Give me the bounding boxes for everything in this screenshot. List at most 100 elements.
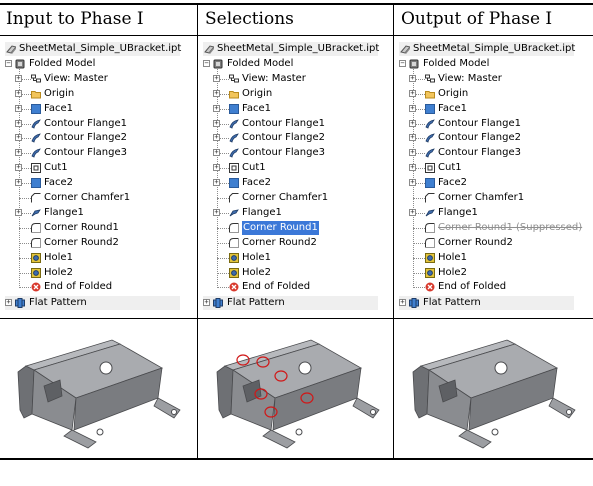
expand-icon[interactable]: +	[203, 298, 210, 307]
part-hole	[370, 409, 376, 415]
tree-connector	[217, 78, 229, 80]
expand-icon[interactable]: +	[213, 163, 220, 172]
view-icon	[229, 74, 239, 84]
expand-icon[interactable]: +	[409, 118, 416, 127]
face-icon	[425, 178, 435, 189]
tree-label: SheetMetal_Simple_UBracket.ipt	[217, 43, 380, 54]
tree-connector	[413, 68, 414, 287]
tree-item-flat-pattern[interactable]: +Flat Pattern	[5, 296, 180, 311]
expand-icon[interactable]: +	[15, 88, 22, 97]
cut-icon	[425, 163, 435, 174]
expand-icon[interactable]: +	[409, 103, 416, 112]
collapse-icon[interactable]: −	[399, 58, 406, 67]
tree-connector	[217, 68, 218, 287]
expand-icon[interactable]: +	[213, 178, 220, 187]
tree-label: Cut1	[242, 162, 266, 174]
expand-icon[interactable]: +	[409, 88, 416, 97]
tree-connector	[19, 78, 31, 80]
flat-pattern-icon	[409, 298, 419, 309]
expand-icon[interactable]: +	[15, 163, 22, 172]
tree-connector	[413, 272, 425, 274]
expand-icon[interactable]: +	[213, 133, 220, 142]
tree-label: Origin	[438, 87, 469, 99]
tree-label: Corner Chamfer1	[438, 192, 525, 203]
face-icon	[31, 103, 41, 114]
face-icon	[31, 178, 41, 189]
expand-icon[interactable]: +	[15, 118, 22, 127]
expand-icon[interactable]: +	[213, 88, 220, 97]
tree-label: Face2	[438, 177, 467, 189]
expand-icon[interactable]: +	[15, 103, 22, 112]
expand-icon[interactable]: +	[409, 207, 416, 216]
tree-connector	[217, 272, 229, 274]
tree-label: Hole2	[438, 266, 467, 278]
expand-icon[interactable]: +	[213, 207, 220, 216]
contour-flange-icon	[425, 133, 435, 143]
part-hole	[171, 409, 177, 415]
part-front-foot	[63, 429, 97, 449]
expand-icon[interactable]: +	[15, 178, 22, 187]
expand-icon[interactable]: +	[409, 133, 416, 142]
contour-flange-icon	[229, 133, 239, 143]
expand-icon[interactable]: +	[213, 118, 220, 127]
hole-icon	[425, 267, 435, 278]
view-icon	[425, 74, 435, 84]
expand-icon[interactable]: +	[213, 103, 220, 112]
expand-icon[interactable]: +	[409, 178, 416, 187]
tree-item-flat-pattern[interactable]: +Flat Pattern	[203, 296, 378, 311]
expand-icon[interactable]: +	[15, 148, 22, 157]
column-header: Output of Phase I	[401, 9, 553, 29]
model-browser-output[interactable]: SheetMetal_Simple_UBracket.ipt−Folded Mo…	[399, 42, 583, 311]
tree-item-flat-pattern[interactable]: +Flat Pattern	[399, 296, 574, 311]
expand-icon[interactable]: +	[399, 298, 406, 307]
tree-label: Origin	[44, 87, 75, 99]
bracket-part-image	[216, 339, 380, 449]
header-rule	[0, 35, 593, 36]
tree-root-part[interactable]: SheetMetal_Simple_UBracket.ipt	[203, 42, 380, 56]
tree-label: Origin	[242, 87, 273, 99]
expand-icon[interactable]: +	[213, 148, 220, 157]
part-left-wall	[216, 365, 234, 419]
contour-flange-icon	[425, 148, 435, 158]
tree-root-part[interactable]: SheetMetal_Simple_UBracket.ipt	[399, 42, 576, 56]
tree-connector	[217, 138, 229, 140]
selection-marker	[256, 356, 270, 368]
expand-icon[interactable]: +	[409, 163, 416, 172]
expand-icon[interactable]: +	[213, 73, 220, 82]
folded-model-icon	[213, 59, 223, 69]
tree-label: Flange1	[242, 206, 282, 218]
tree-connector	[413, 168, 425, 170]
expand-icon[interactable]: +	[409, 73, 416, 82]
cut-icon	[229, 163, 239, 174]
tree-label: Corner Round1 (Suppressed)	[438, 221, 583, 233]
contour-flange-icon	[229, 118, 239, 129]
expand-icon[interactable]: +	[15, 133, 22, 142]
tree-label: Contour Flange2	[242, 132, 325, 144]
tree-label: Contour Flange2	[438, 132, 521, 144]
tree-connector	[413, 183, 425, 185]
tree-label: SheetMetal_Simple_UBracket.ipt	[413, 43, 576, 54]
contour-flange-icon	[425, 118, 435, 129]
collapse-icon[interactable]: −	[203, 58, 210, 67]
tree-connector	[217, 183, 229, 185]
tree-label: Hole1	[44, 251, 73, 263]
collapse-icon[interactable]: −	[5, 58, 12, 67]
expand-icon[interactable]: +	[15, 207, 22, 216]
expand-icon[interactable]: +	[409, 148, 416, 157]
tree-connector	[217, 257, 229, 259]
expand-icon[interactable]: +	[15, 73, 22, 82]
model-browser-input[interactable]: SheetMetal_Simple_UBracket.ipt−Folded Mo…	[5, 42, 187, 311]
folder-icon	[425, 89, 435, 99]
tree-label: Corner Round2	[242, 236, 317, 248]
tree-connector	[217, 168, 229, 170]
tree-root-part[interactable]: SheetMetal_Simple_UBracket.ipt	[5, 42, 181, 56]
tree-label: Flange1	[44, 206, 84, 218]
selection-marker	[300, 392, 314, 404]
tree-label: End of Folded	[242, 281, 311, 293]
part-hole	[566, 409, 572, 415]
tree-label: Contour Flange3	[242, 147, 325, 159]
corner-round-icon	[31, 237, 41, 248]
tree-connector	[217, 227, 229, 229]
model-browser-selections[interactable]: SheetMetal_Simple_UBracket.ipt−Folded Mo…	[203, 42, 385, 311]
expand-icon[interactable]: +	[5, 298, 12, 307]
